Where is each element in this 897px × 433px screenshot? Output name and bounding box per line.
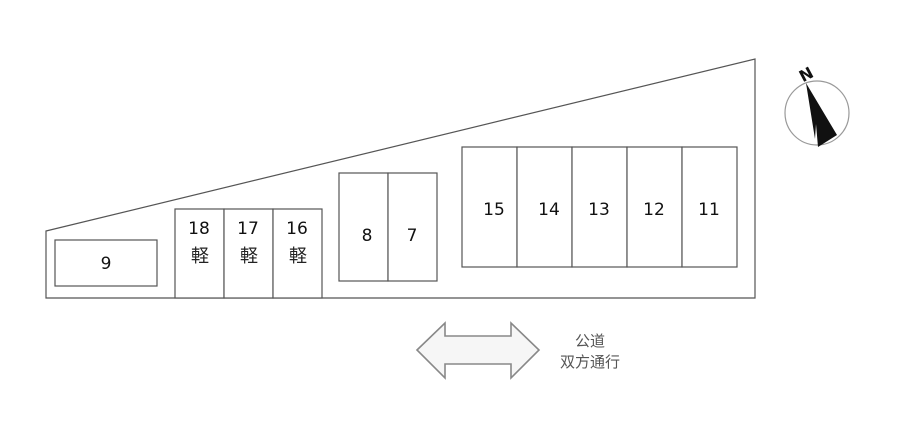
space-9-number: 9 <box>101 254 112 274</box>
parking-space-12: 12 <box>626 146 683 268</box>
north-arrow-icon <box>806 83 837 147</box>
compass: N <box>784 63 850 147</box>
space-18-number: 18 <box>188 219 210 239</box>
parking-space-7: 7 <box>387 172 438 282</box>
parking-space-16: 16 軽 <box>272 208 323 299</box>
parking-space-13: 13 <box>571 146 628 268</box>
parking-space-15: 15 <box>461 146 518 268</box>
space-11-number: 11 <box>698 200 720 220</box>
parking-space-18: 18 軽 <box>174 208 225 299</box>
space-12-number: 12 <box>643 200 665 220</box>
space-18-kei-label: 軽 <box>191 246 209 267</box>
parking-space-8: 8 <box>338 172 389 282</box>
space-17-number: 17 <box>237 219 259 239</box>
space-15-number: 15 <box>483 200 505 220</box>
parking-space-9: 9 <box>54 239 158 287</box>
space-7-number: 7 <box>407 226 418 246</box>
parking-space-14: 14 <box>516 146 573 268</box>
space-16-number: 16 <box>286 219 308 239</box>
space-17-kei-label: 軽 <box>240 246 258 267</box>
space-14-number: 14 <box>538 200 560 220</box>
parking-space-11: 11 <box>681 146 738 268</box>
space-8-number: 8 <box>362 226 373 246</box>
space-13-number: 13 <box>588 200 610 220</box>
space-16-kei-label: 軽 <box>289 246 307 267</box>
road-label-public-road: 公道 <box>575 332 605 350</box>
road-label-two-way: 双方通行 <box>560 353 620 371</box>
two-way-arrow-icon <box>415 321 541 380</box>
parking-space-17: 17 軽 <box>223 208 274 299</box>
